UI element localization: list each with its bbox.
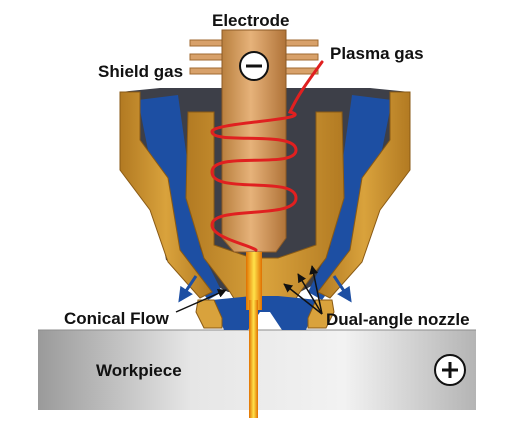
shield-gas-channel-right bbox=[308, 95, 392, 300]
label-leaders bbox=[175, 265, 323, 315]
fin-right-2 bbox=[283, 53, 319, 61]
plasma-arc bbox=[246, 252, 262, 418]
shield-gas-channel-left bbox=[138, 95, 222, 300]
nozzle-tip-brass-left bbox=[195, 299, 223, 329]
dual-angle-nozzle-tip bbox=[212, 296, 318, 330]
fin-left-3 bbox=[189, 67, 225, 75]
conical-flow-leader bbox=[175, 289, 227, 313]
brass-outer-body-left bbox=[119, 91, 213, 299]
arc-upper-glow bbox=[246, 252, 262, 310]
arc-jet bbox=[249, 300, 258, 418]
electrode-body bbox=[221, 29, 287, 253]
shield-gas-label: Shield gas bbox=[98, 62, 183, 81]
nozzle-leader-2 bbox=[297, 273, 323, 315]
plus-icon bbox=[434, 354, 466, 386]
fin-right-1 bbox=[283, 39, 319, 47]
shield-gas-exit-arrows bbox=[178, 275, 352, 303]
dual-angle-nozzle-label: Dual-angle nozzle bbox=[326, 310, 470, 329]
conical-flow-label: Conical Flow bbox=[64, 309, 170, 328]
nozzle-leader-1 bbox=[283, 283, 323, 315]
exit-arrow-left bbox=[178, 275, 198, 303]
electrode-label: Electrode bbox=[212, 11, 289, 30]
plasma-gas-label: Plasma gas bbox=[330, 44, 424, 63]
brass-inner-nozzle bbox=[185, 111, 345, 306]
workpiece-label: Workpiece bbox=[96, 361, 182, 380]
exit-arrow-right bbox=[332, 275, 352, 303]
minus-icon bbox=[239, 51, 269, 81]
fin-left-1 bbox=[189, 39, 225, 47]
nozzle-leader-3 bbox=[309, 265, 323, 315]
plasma-gas-swirl bbox=[210, 60, 324, 252]
fin-left-2 bbox=[189, 53, 225, 61]
